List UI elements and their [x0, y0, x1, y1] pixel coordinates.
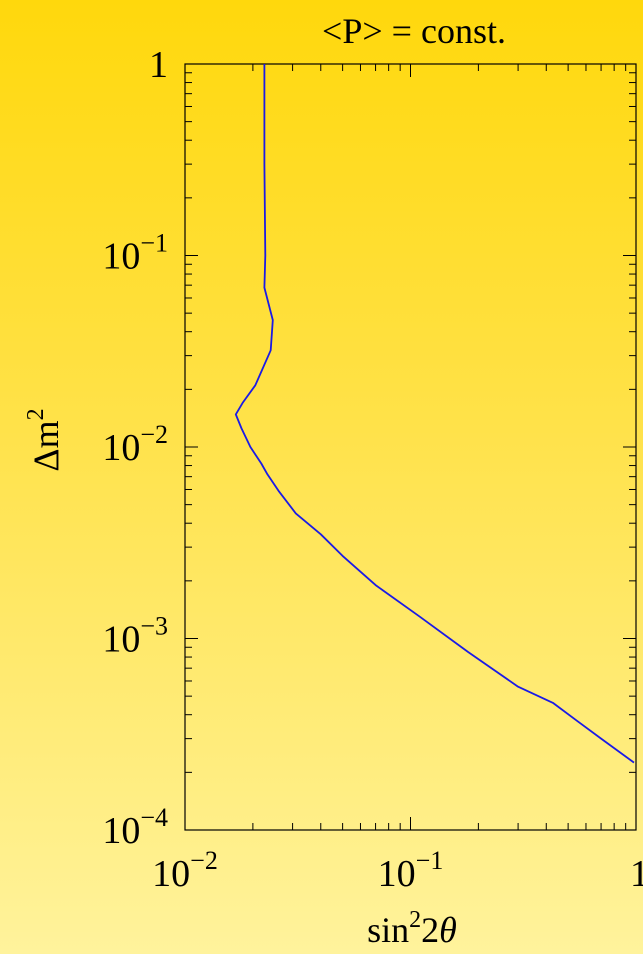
y-tick-label-exp: −4	[140, 803, 168, 832]
y-tick-label: 10−4	[102, 803, 168, 852]
series-layer	[234, 64, 635, 764]
y-tick-label: 1	[149, 44, 168, 86]
y-tick-label-base: 10	[102, 619, 140, 661]
x-label-tail: 2	[421, 910, 439, 950]
x-tick-label-exp: −2	[190, 846, 218, 875]
axis-ticks	[184, 63, 637, 831]
y-label-sup: 2	[23, 408, 49, 420]
y-axis-label: Δm2	[23, 408, 66, 471]
x-tick-label: 10−2	[152, 846, 218, 895]
y-tick-label-exp: −2	[140, 420, 168, 449]
y-tick-label-exp: −1	[140, 229, 168, 258]
chart-title: <P> = const.	[322, 11, 506, 51]
x-tick-label-base: 10	[152, 853, 190, 895]
y-tick-label: 10−3	[102, 612, 168, 661]
y-tick-label-base: 10	[102, 427, 140, 469]
series-line	[234, 64, 635, 764]
y-tick-label: 10−2	[102, 420, 168, 469]
y-tick-label: 10−1	[102, 229, 168, 278]
y-label-base: Δm	[26, 420, 66, 471]
x-tick-label-exp: −1	[416, 846, 444, 875]
x-tick-label-base: 10	[378, 853, 416, 895]
y-tick-label-base: 1	[149, 44, 168, 86]
x-tick-label: 1	[630, 853, 643, 895]
x-axis-label: sin22θ	[367, 907, 457, 950]
y-tick-label-exp: −3	[140, 612, 168, 641]
x-label-base: sin	[367, 910, 409, 950]
x-tick-label: 10−1	[378, 846, 444, 895]
x-label-sup: 2	[409, 907, 421, 933]
x-tick-label-base: 1	[630, 853, 643, 895]
y-tick-label-base: 10	[102, 810, 140, 852]
y-tick-label-base: 10	[102, 236, 140, 278]
x-label-theta: θ	[439, 910, 457, 950]
